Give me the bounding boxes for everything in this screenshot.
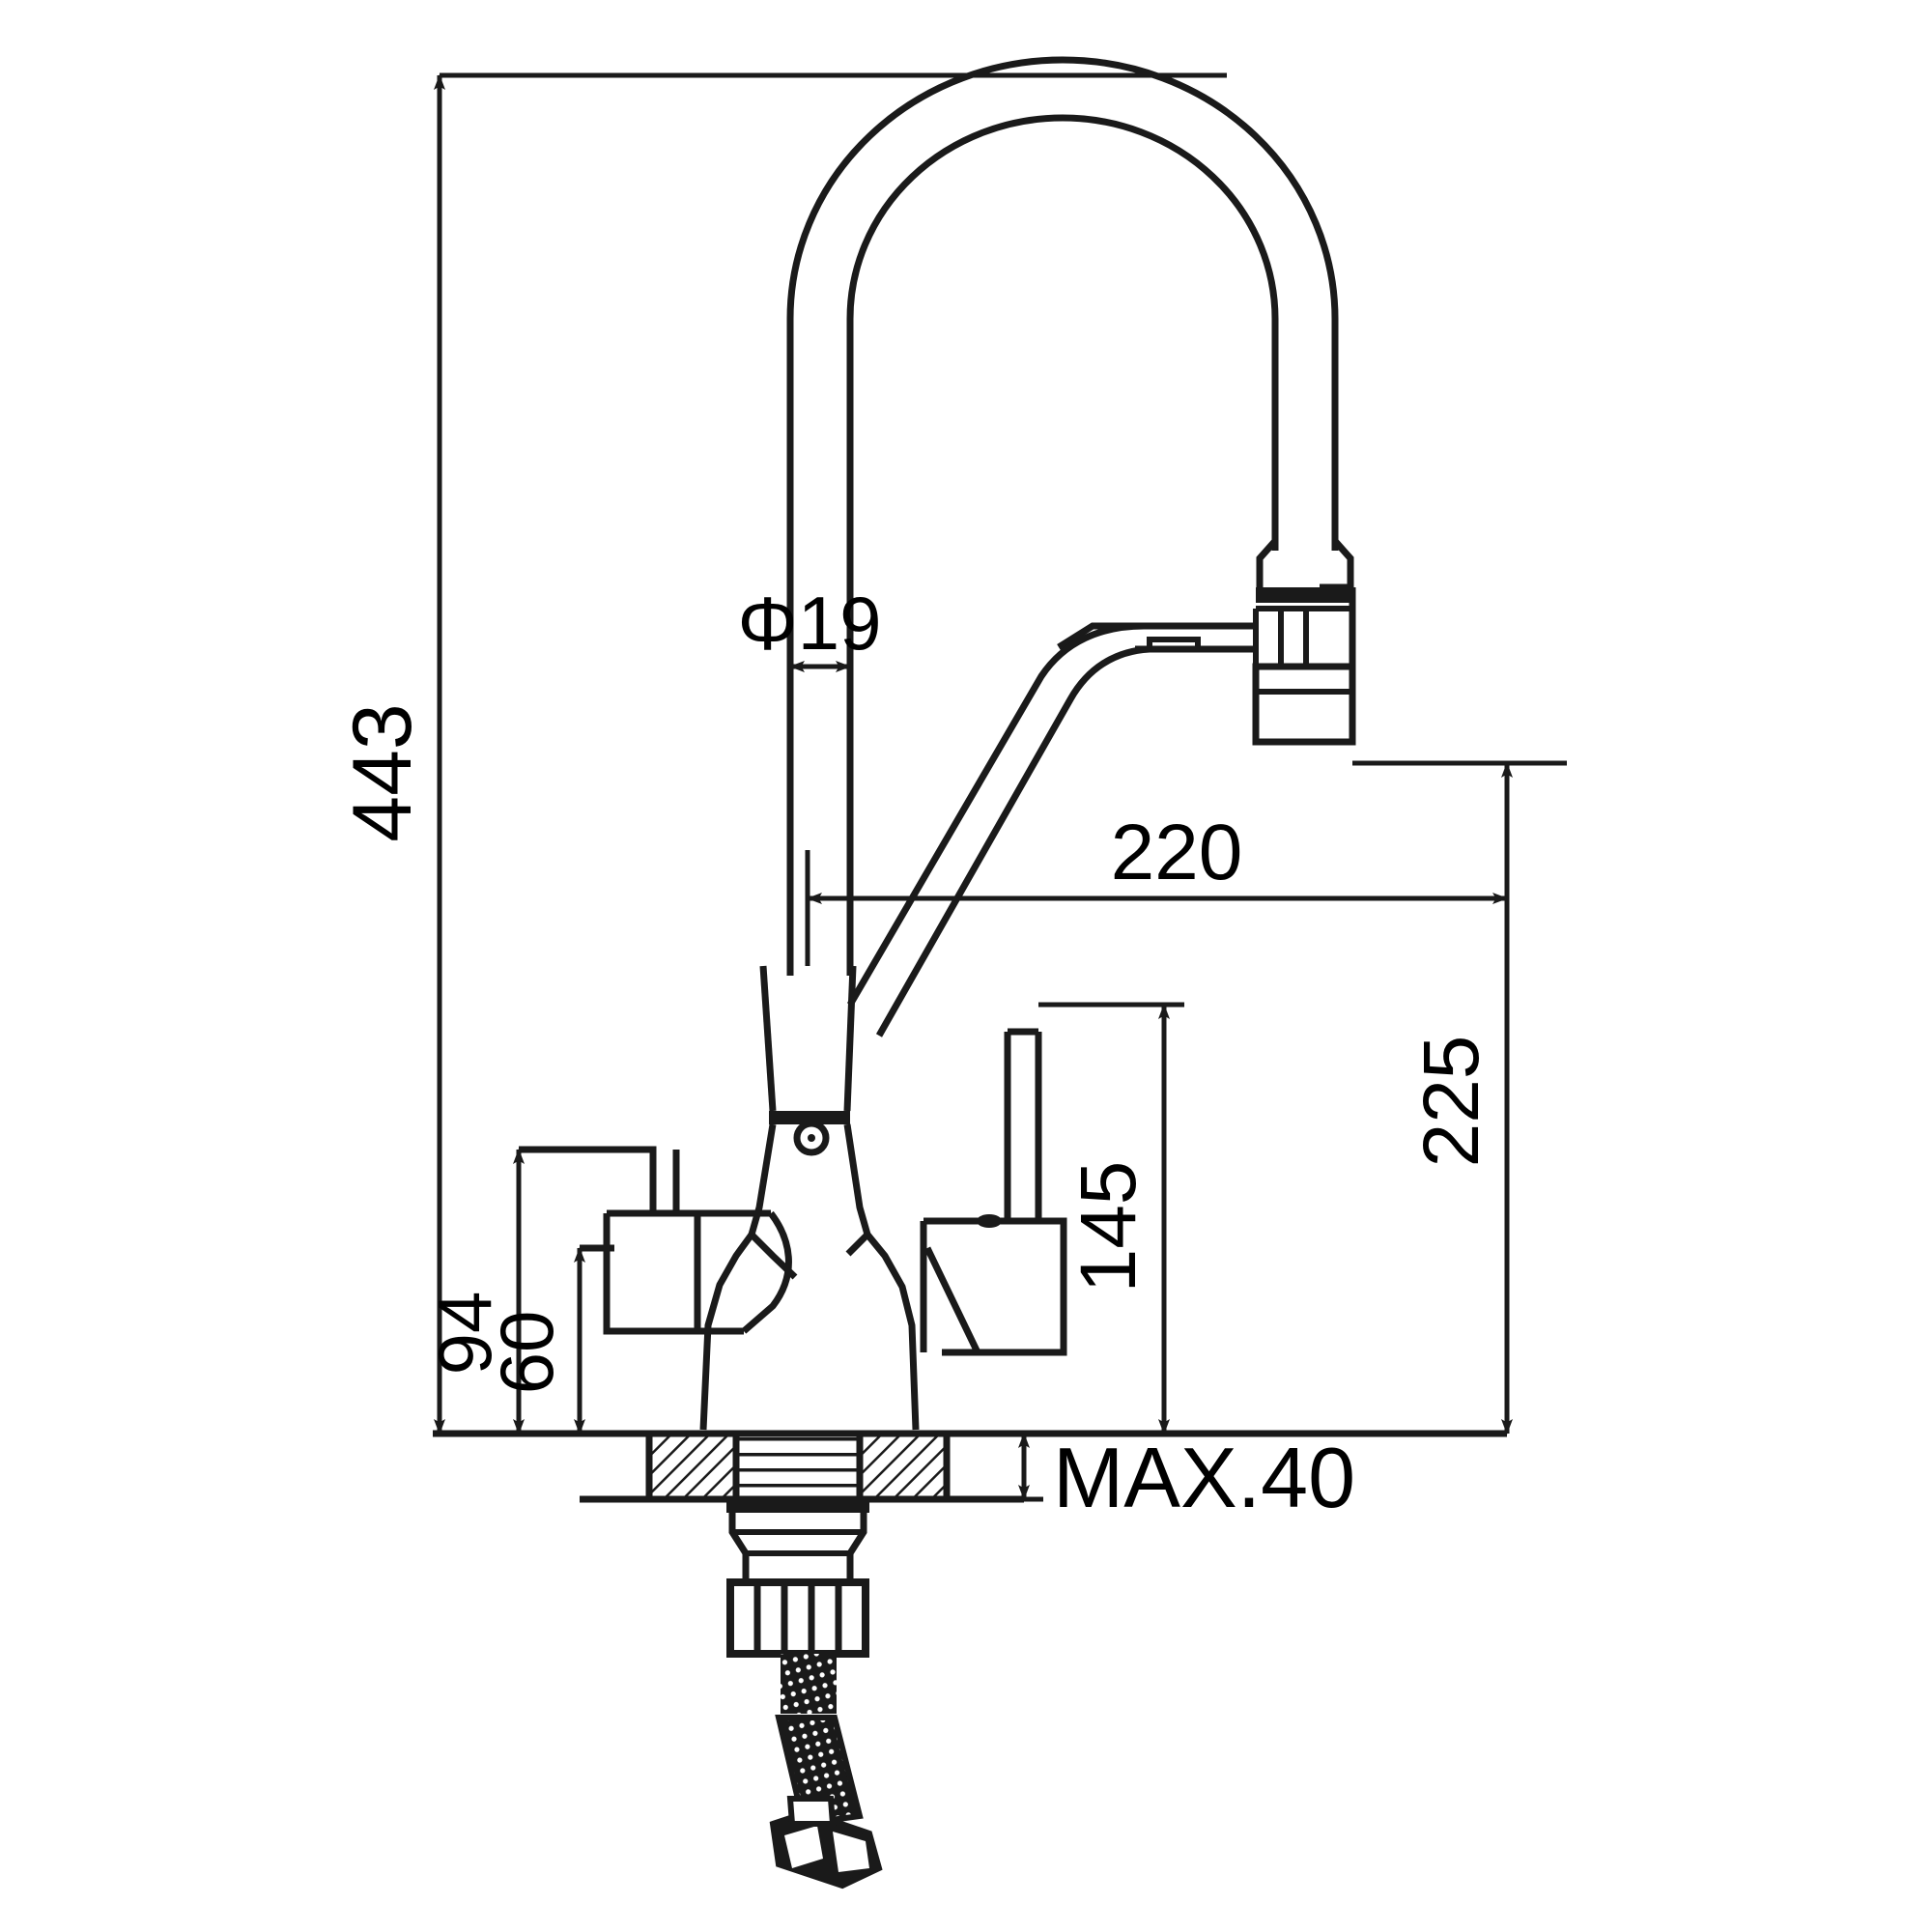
dimension-handle-60 [574, 1245, 614, 1435]
label-diameter-19: Φ19 [738, 581, 882, 666]
spout-head [1252, 538, 1356, 746]
pulldown-arm [846, 622, 1256, 1037]
label-handle-94: 94 [422, 1292, 507, 1376]
label-spout-225: 225 [1407, 1036, 1495, 1168]
body-column [699, 965, 920, 1431]
supply-hose [775, 1654, 864, 1828]
gooseneck-tube [786, 56, 1339, 976]
dimension-spout-225 [1352, 760, 1567, 1435]
hex-fitting [769, 1796, 883, 1889]
label-handle-60: 60 [484, 1311, 569, 1395]
label-height-443: 443 [336, 703, 429, 842]
label-handle-145: 145 [1065, 1161, 1152, 1293]
deck-plate [433, 1430, 1507, 1503]
dimension-handle-94 [513, 1147, 653, 1435]
dimension-labels: 443 Φ19 220 225 145 94 60 MAX.40 [336, 581, 1495, 1525]
lock-nut [726, 1578, 869, 1658]
dimension-deck-max40 [1005, 1431, 1043, 1502]
dimension-height-443 [434, 72, 1227, 1435]
right-handle [920, 1028, 1067, 1356]
label-reach-220: 220 [1111, 809, 1243, 896]
label-deck-max40: MAX.40 [1053, 1430, 1355, 1525]
dimension-handle-145 [1038, 1002, 1184, 1435]
threaded-shank [726, 1499, 869, 1582]
